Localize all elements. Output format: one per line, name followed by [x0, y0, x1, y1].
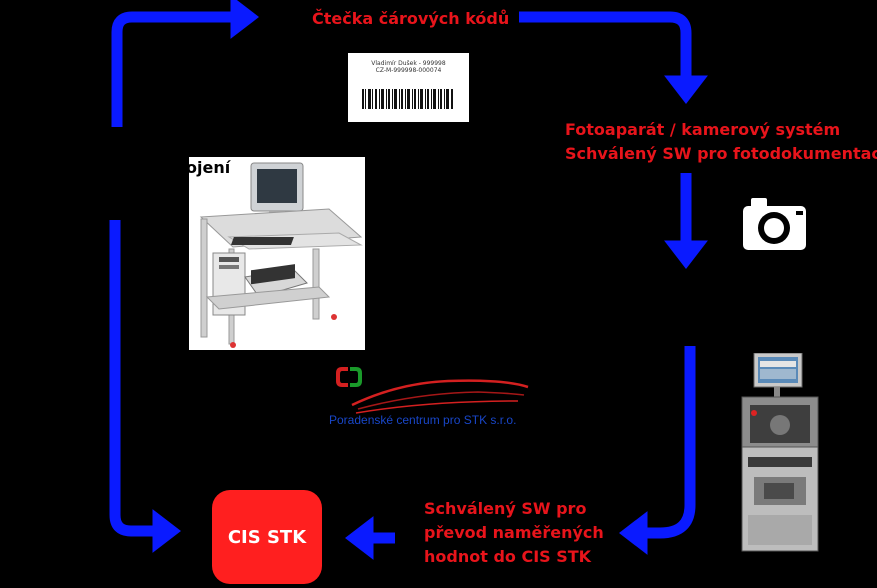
camera-label-line2: Schválený SW pro fotodokumentaci [565, 144, 877, 163]
camera-system-label: Fotoaparát / kamerový systém Schválený S… [565, 118, 877, 166]
test-station-image [741, 353, 819, 552]
barcode-label-line1: Vladimír Dušek - 999998 [371, 60, 446, 67]
workstation-partial-label: ojení [186, 158, 231, 177]
arrow-left-down-to-cis [109, 220, 181, 553]
cis-stk-box: CIS STK [212, 490, 322, 584]
transfer-label-line1: Schválený SW pro [424, 499, 587, 518]
company-logo [336, 367, 529, 414]
company-name: Poradenské centrum pro STK s.r.o. [329, 413, 517, 427]
computer-workstation-image [189, 157, 365, 350]
transfer-label-line2: převod naměřených [424, 523, 604, 542]
computer-icon [199, 162, 363, 348]
barcode-label-image: Vladimír Dušek - 999998 CZ-M-999998-0000… [348, 53, 469, 122]
camera-label-line1: Fotoaparát / kamerový systém [565, 120, 841, 139]
barcode-label-line2: CZ-M-999998-000074 [375, 67, 442, 74]
barcode-icon [362, 89, 453, 109]
arrow-reader-to-camera [519, 11, 708, 104]
transfer-sw-label: Schválený SW pro převod naměřených hodno… [424, 497, 604, 569]
arrow-left-top-to-reader [111, 0, 259, 127]
transfer-label-line3: hodnot do CIS STK [424, 547, 592, 566]
camera-icon [740, 186, 809, 255]
barcode-reader-label: Čtečka čárových kódů [312, 9, 510, 28]
cis-stk-label: CIS STK [227, 526, 307, 548]
arrow-station-to-transfer [619, 346, 696, 555]
